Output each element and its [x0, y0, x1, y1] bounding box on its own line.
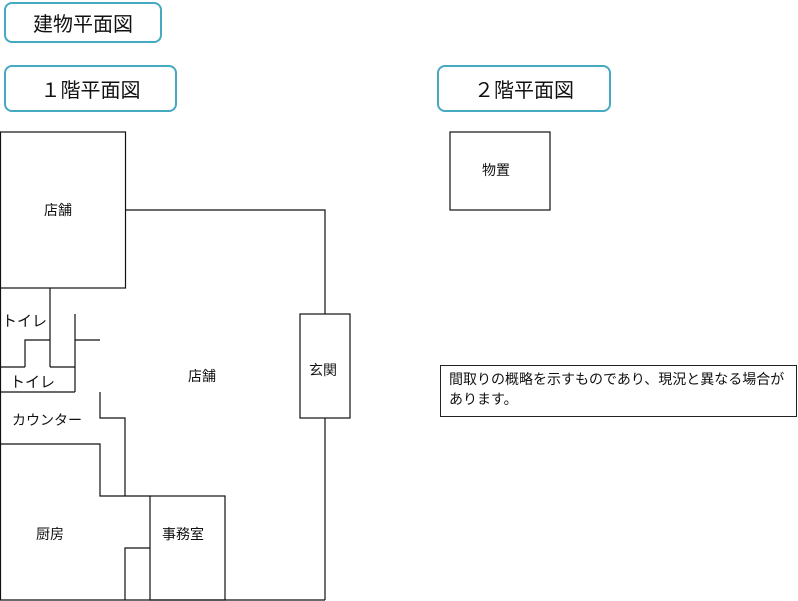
- room-toilet-2: トイレ: [10, 373, 56, 391]
- title-building-plan: 建物平面図: [4, 2, 162, 43]
- room-toilet-1: トイレ: [2, 312, 48, 330]
- floor1-walls: [0, 131, 351, 601]
- room-entrance: 玄関: [309, 363, 337, 379]
- room-counter: カウンター: [12, 413, 82, 429]
- room-office: 事務室: [162, 527, 204, 543]
- floor2-storage-room: [449, 131, 551, 211]
- title-floor1-plan: １階平面図: [4, 65, 177, 112]
- title-floor2-plan: ２階平面図: [437, 65, 611, 112]
- room-shop-top: 店舗: [44, 203, 72, 219]
- room-storage: 物置: [482, 163, 510, 179]
- disclaimer-note: 間取りの概略を示すものであり、現況と異なる場合があります。: [440, 365, 797, 417]
- room-kitchen: 厨房: [36, 527, 64, 543]
- room-shop-main: 店舗: [188, 369, 216, 385]
